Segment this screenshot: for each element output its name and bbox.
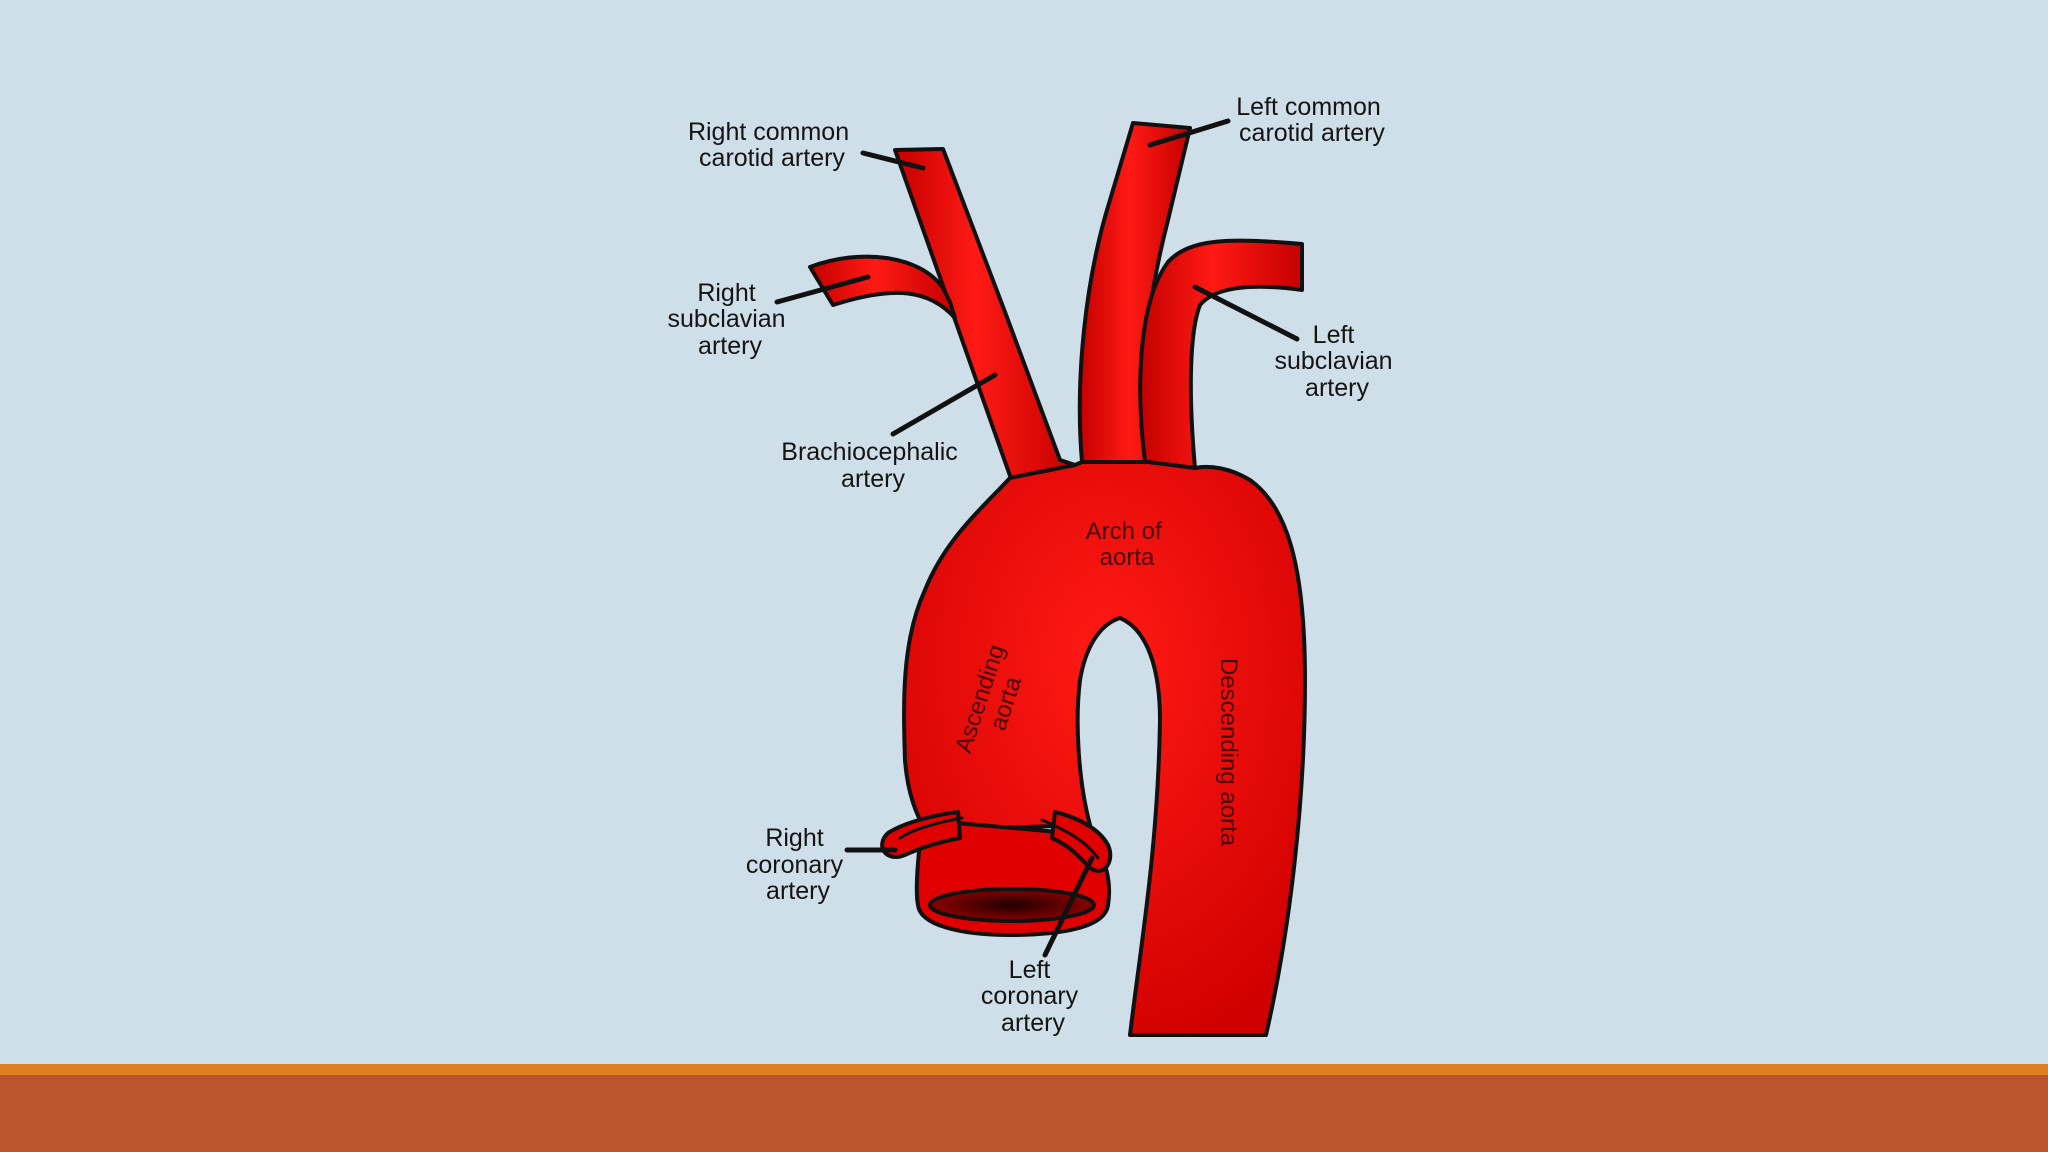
leader-left-common-carotid [1147,118,1231,148]
aortic-opening [928,887,1096,923]
leader-right-common-carotid [860,150,926,171]
footer-accent-stripe [0,1064,2048,1075]
label-descending-aorta: Descending aorta [1215,658,1242,847]
label-left-subclavian: Left subclavian artery [1274,321,1399,402]
left-subclavian-artery-shape [1138,238,1304,470]
label-left-coronary: Left coronary artery [981,956,1085,1037]
leader-left-coronary [1042,855,1095,958]
leader-brachiocephalic [890,372,998,437]
label-right-coronary: Right coronary artery [746,824,850,905]
label-brachiocephalic: Brachiocephalic artery [781,438,964,493]
crease-line [1040,818,1100,860]
label-left-common-carotid: Left common carotid artery [1236,93,1387,147]
leader-left-subclavian [1192,284,1300,342]
label-right-subclavian: Right subclavian artery [667,279,792,360]
right-subclavian-artery-shape [808,254,957,320]
footer-band [0,1064,2048,1152]
label-right-common-carotid: Right common carotid artery [688,118,856,172]
crease-line [898,816,964,840]
leader-right-subclavian [774,274,871,305]
aortic-arch-shape [902,460,1307,1037]
label-arch-of-aorta: Arch of aorta [1086,518,1169,571]
footer-fill [0,1075,2048,1152]
